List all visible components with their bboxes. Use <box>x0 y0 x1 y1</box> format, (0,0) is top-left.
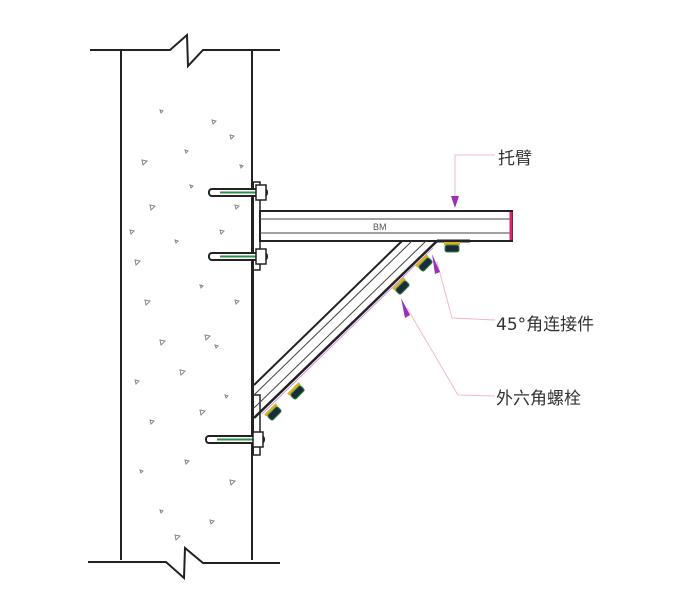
beam-mark: BM <box>373 222 387 232</box>
aggregate-speck <box>184 149 189 154</box>
aggregate-speck <box>149 419 155 425</box>
top-break-line <box>90 32 280 69</box>
bottom-break-line <box>88 545 280 581</box>
arrow-connector-45-icon <box>432 254 440 274</box>
arrow-bracket-arm-icon <box>451 196 459 208</box>
connector-bolts <box>264 242 460 421</box>
leader-hex-bolt <box>406 307 496 397</box>
aggregate-speck <box>211 119 217 125</box>
leader-arrows <box>401 196 459 318</box>
aggregate-speck <box>189 184 194 189</box>
aggregate-speck <box>199 409 207 417</box>
hex-bolt-icon <box>392 277 410 295</box>
label-hex-bolt: 外六角螺栓 <box>496 389 581 409</box>
aggregate-speck <box>134 379 140 385</box>
aggregate-speck <box>229 134 235 140</box>
label-connector-45: 45°角连接件 <box>496 315 595 335</box>
leader-connector-45 <box>436 261 496 321</box>
aggregate-speck <box>219 229 225 235</box>
aggregate-speck <box>179 369 187 377</box>
anchor-bolt <box>208 248 268 265</box>
diagonal-brace <box>253 239 470 419</box>
arrow-hex-bolt-icon <box>401 298 410 318</box>
aggregate-speck <box>144 299 152 307</box>
label-bracket-arm: 托臂 <box>498 149 532 169</box>
aggregate-speck <box>224 394 229 399</box>
aggregate-speck <box>204 334 212 342</box>
anchor-bolt <box>208 184 268 201</box>
aggregate-speck <box>199 284 204 289</box>
aggregate-speck <box>159 509 164 514</box>
aggregate-speck <box>209 519 215 525</box>
aggregate-speck <box>174 534 182 542</box>
leader-lines <box>406 154 496 397</box>
aggregate-speck <box>134 259 142 267</box>
hex-bolt-icon <box>415 254 433 272</box>
aggregate-specks <box>129 109 244 542</box>
aggregate-speck <box>174 239 179 244</box>
aggregate-speck <box>214 344 219 349</box>
aggregate-speck <box>149 204 157 212</box>
aggregate-speck <box>159 339 167 347</box>
leader-bracket-arm <box>454 154 495 200</box>
aggregate-speck <box>229 479 237 487</box>
aggregate-speck <box>234 299 240 305</box>
aggregate-speck <box>139 469 144 474</box>
aggregate-speck <box>129 229 135 235</box>
concrete-wall <box>88 32 280 581</box>
hex-bolt-icon <box>444 242 460 253</box>
aggregate-speck <box>141 159 149 167</box>
hex-bolt-icon <box>287 382 305 400</box>
aggregate-speck <box>239 164 244 169</box>
aggregate-speck <box>234 204 240 210</box>
aggregate-speck <box>184 459 190 465</box>
bracket-arm: BM <box>259 210 513 242</box>
anchor-bolt <box>205 431 265 448</box>
hex-bolt-icon <box>264 403 282 421</box>
aggregate-speck <box>159 109 164 114</box>
